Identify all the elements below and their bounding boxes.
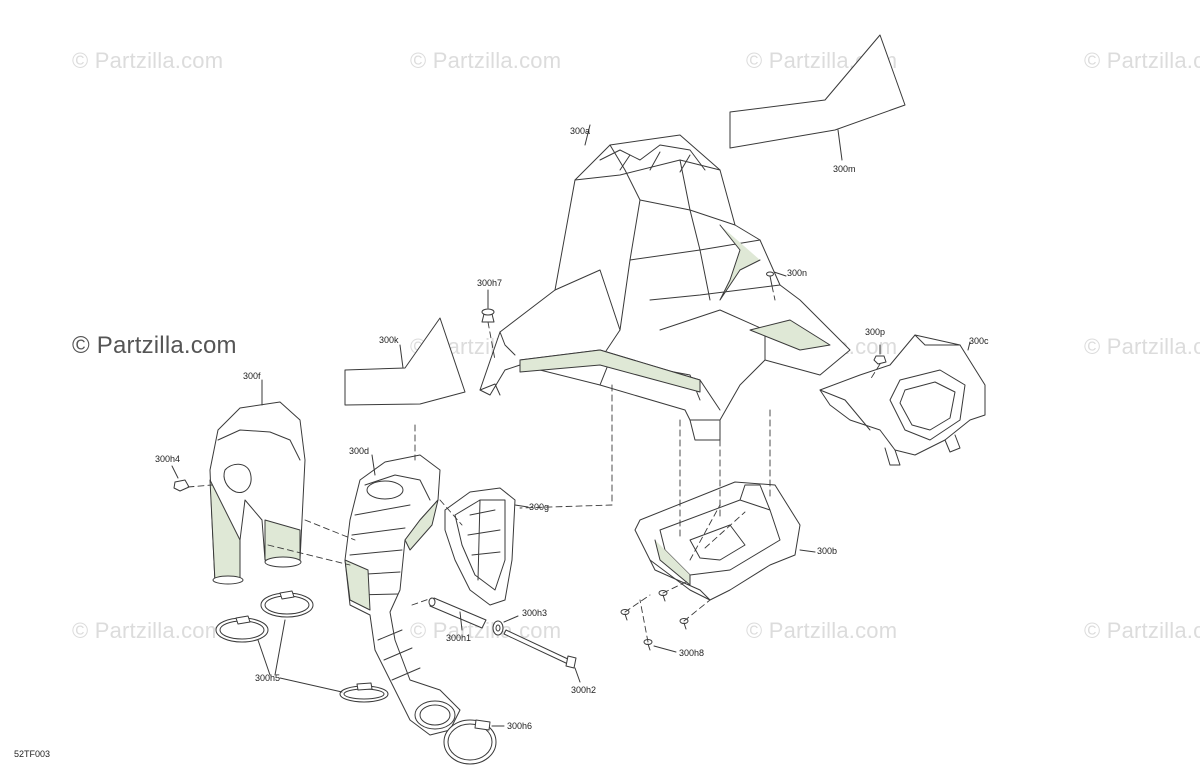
watermark: © Partzilla.com	[72, 48, 224, 73]
watermark: © Partzilla.com	[1084, 618, 1200, 643]
clamp-300h6	[443, 719, 505, 765]
callout-300h2: 300h2	[571, 685, 597, 695]
callout-300m: 300m	[833, 164, 856, 174]
callout-300k: 300k	[379, 335, 399, 345]
assembly-lines	[187, 285, 881, 643]
watermark: © Partzilla.com	[410, 618, 562, 643]
drawing-code: 52TF003	[14, 749, 51, 759]
callout-300h1: 300h1	[446, 633, 472, 643]
callout-300p: 300p	[865, 327, 886, 337]
watermark: © Partzilla.com	[1084, 48, 1200, 73]
washer-300h3	[492, 615, 519, 636]
intake-hose-300d	[344, 454, 461, 736]
callout-300h3: 300h3	[522, 608, 548, 618]
watermark: © Partzilla.com	[1084, 334, 1200, 359]
bolt-300h2	[503, 629, 581, 683]
decal-300k	[344, 317, 466, 406]
air-duct-300f	[209, 379, 306, 585]
callout-300d: 300d	[349, 446, 370, 456]
callout-300c: 300c	[969, 336, 989, 346]
rivet-300h7	[481, 289, 495, 323]
callout-300a: 300a	[570, 126, 591, 136]
callout-300h5: 300h5	[255, 673, 281, 683]
callout-300b: 300b	[817, 546, 838, 556]
body-panel-300a	[479, 124, 851, 441]
lower-panel-300b	[634, 481, 816, 601]
clamps-300h5	[215, 590, 389, 703]
decal-300m	[729, 34, 906, 161]
callout-300h4: 300h4	[155, 454, 181, 464]
nut-300p	[873, 344, 887, 365]
watermark: © Partzilla.com	[72, 618, 224, 643]
nut-300h4	[171, 465, 190, 492]
screws-300h8	[620, 590, 689, 653]
screw-300n	[766, 271, 787, 287]
callout-300n: 300n	[787, 268, 808, 278]
callout-300g: 300g	[529, 502, 550, 512]
callout-300h8: 300h8	[679, 648, 705, 658]
watermark: © Partzilla.com	[746, 618, 898, 643]
flapper-300g	[444, 487, 529, 606]
callout-300h7: 300h7	[477, 278, 503, 288]
watermark: © Partzilla.com	[72, 332, 237, 359]
bushing-300h1	[428, 597, 487, 631]
vent-cowl-300c	[819, 334, 986, 466]
callout-300h6: 300h6	[507, 721, 533, 731]
watermark: © Partzilla.com	[410, 48, 562, 73]
callout-300f: 300f	[243, 371, 261, 381]
